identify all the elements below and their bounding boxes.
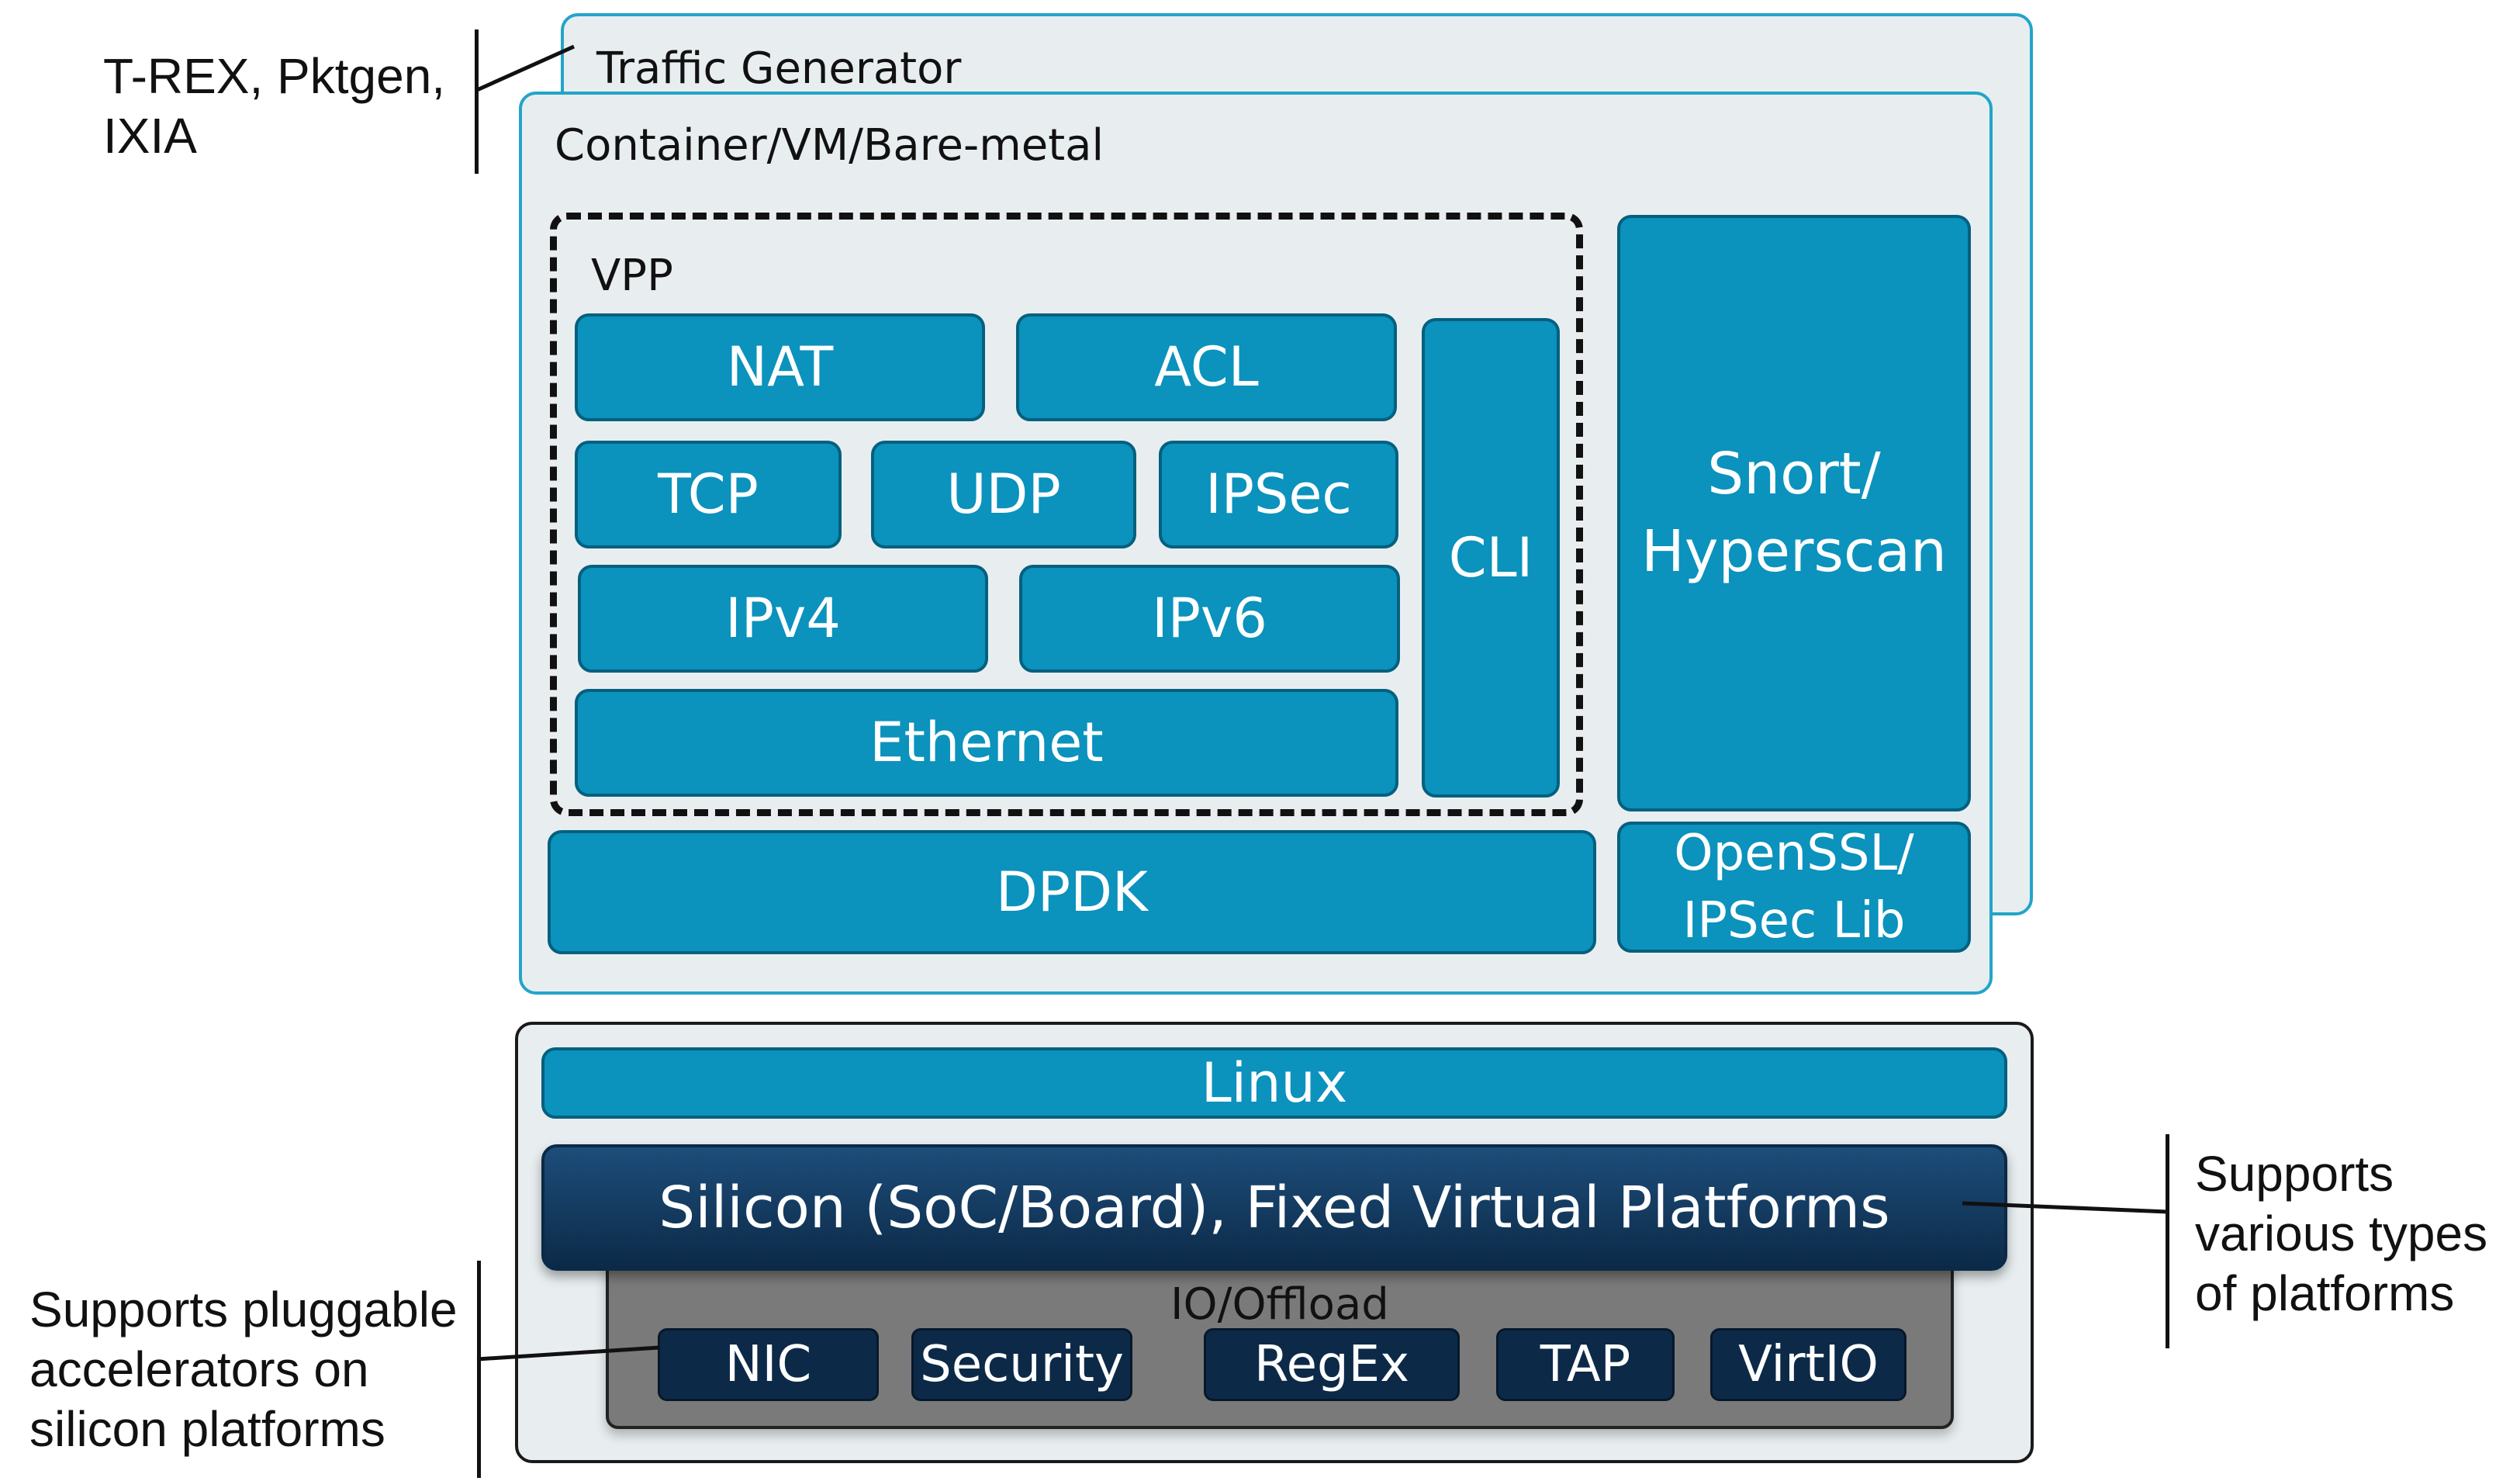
io-offload-label: IO/Offload <box>1170 1279 1389 1330</box>
traffic-generator-bracket <box>475 29 479 174</box>
platforms-bracket <box>2166 1134 2169 1348</box>
platforms-note: Supports various types of platforms <box>2195 1146 2488 1321</box>
ipv4-block: IPv4 <box>578 565 988 673</box>
accelerators-note: Supports pluggable accelerators on silic… <box>29 1282 458 1457</box>
traffic-generator-examples: T-REX, Pktgen, IXIA <box>103 48 446 164</box>
ethernet-block: Ethernet <box>575 689 1398 797</box>
cli-block: CLI <box>1422 318 1560 798</box>
platforms-connector <box>1962 1201 2169 1214</box>
linux-block: Linux <box>541 1047 2007 1119</box>
ipsec-block: IPSec <box>1159 441 1398 548</box>
ipv6-block: IPv6 <box>1019 565 1400 673</box>
security-block: Security <box>911 1328 1132 1401</box>
acl-block: ACL <box>1016 313 1397 421</box>
udp-block: UDP <box>871 441 1136 548</box>
virtio-block: VirtIO <box>1710 1328 1906 1401</box>
tcp-block: TCP <box>575 441 842 548</box>
silicon-block: Silicon (SoC/Board), Fixed Virtual Platf… <box>541 1144 2007 1271</box>
container-label: Container/VM/Bare-metal <box>555 120 1104 171</box>
accelerators-bracket <box>477 1261 481 1478</box>
dpdk-block: DPDK <box>548 830 1596 954</box>
traffic-generator-label: Traffic Generator <box>596 43 962 94</box>
accelerators-connector <box>476 1345 660 1362</box>
vpp-label: VPP <box>591 251 673 301</box>
vpp-group: VPP <box>550 213 1583 816</box>
nat-block: NAT <box>575 313 985 421</box>
regex-block: RegEx <box>1204 1328 1460 1401</box>
tap-block: TAP <box>1496 1328 1675 1401</box>
nic-block: NIC <box>658 1328 879 1401</box>
snort-hyperscan-block: Snort/ Hyperscan <box>1617 215 1971 811</box>
openssl-ipsec-lib-block: OpenSSL/ IPSec Lib <box>1617 822 1971 953</box>
traffic-generator-connector <box>475 44 576 92</box>
